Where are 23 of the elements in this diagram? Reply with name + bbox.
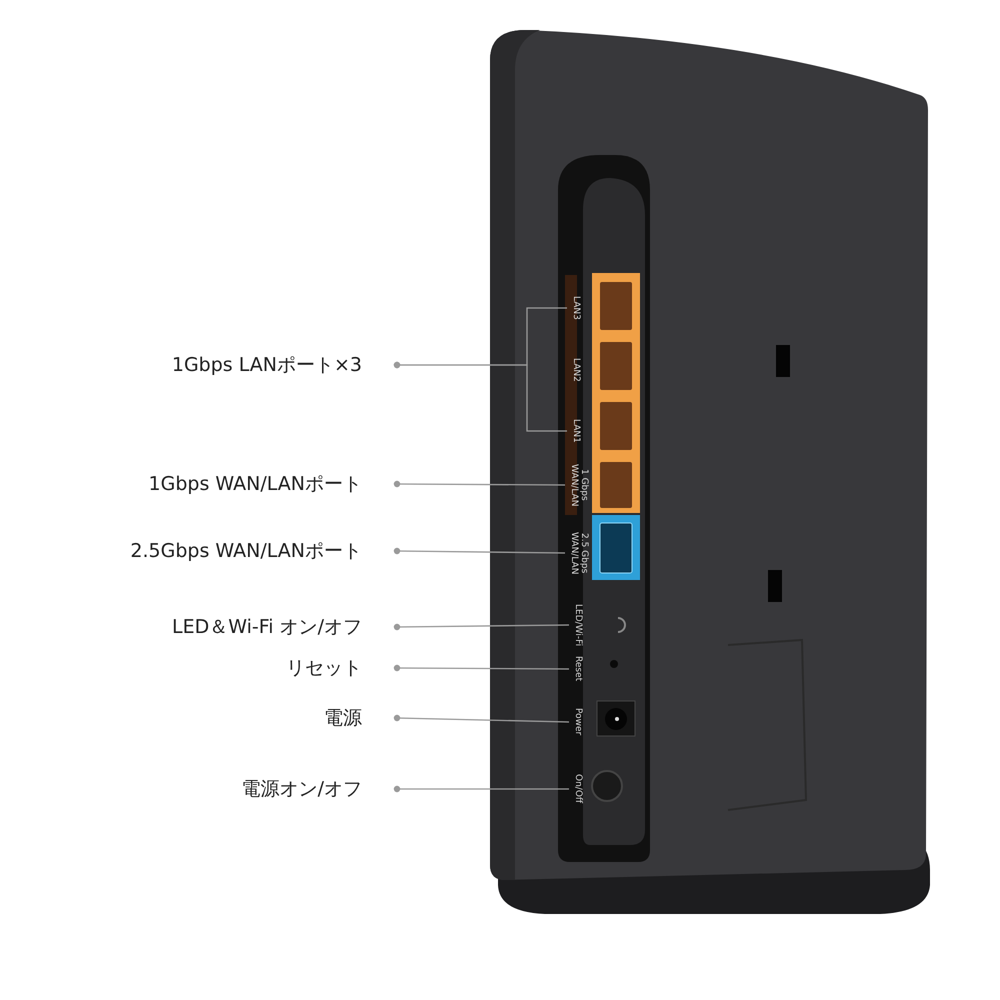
leader-line <box>394 362 567 432</box>
callout-label: 1Gbps WAN/LANポート <box>60 472 362 496</box>
port-label: LAN3 <box>571 290 581 326</box>
callout-label: 電源オン/オフ <box>60 777 362 801</box>
port-label: LAN1 <box>571 414 581 448</box>
port-label: Reset <box>573 654 583 684</box>
port-label: LAN2 <box>571 357 581 384</box>
leader-line <box>394 714 570 723</box>
leader-line <box>394 480 565 488</box>
port-label: 1 Gbps WAN/LAN <box>569 462 589 508</box>
leader-line <box>394 786 569 792</box>
callout-label: 2.5Gbps WAN/LANポート <box>60 539 362 563</box>
leader-line <box>394 548 565 554</box>
callout-label: 電源 <box>60 706 362 730</box>
port-label: On/Off <box>573 773 583 805</box>
callout-label: リセット <box>60 656 362 680</box>
callout-label: 1Gbps LANポート×3 <box>60 353 362 377</box>
leader-line <box>394 624 569 630</box>
port-label: Power <box>573 706 583 738</box>
callout-label: LED＆Wi-Fi オン/オフ <box>60 615 362 639</box>
leader-line <box>394 664 569 672</box>
port-label: LED/Wi-Fi <box>573 603 583 647</box>
port-label: 2.5 Gbps WAN/LAN <box>569 530 589 576</box>
